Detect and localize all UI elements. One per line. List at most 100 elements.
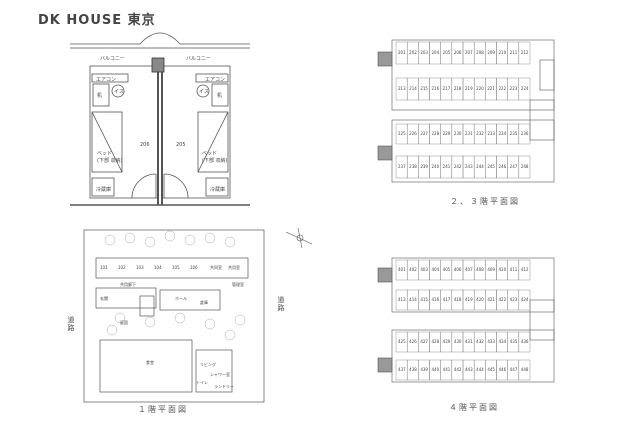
room-number: 448 <box>520 367 529 372</box>
tree-symbol <box>124 232 136 244</box>
room-number: 229 <box>442 131 451 136</box>
room-number: 415 <box>420 297 428 302</box>
room-number: 209 <box>487 50 495 55</box>
room-number: 411 <box>509 267 518 272</box>
room-number: 407 <box>465 267 473 272</box>
aircon-left <box>91 73 129 83</box>
bed-label-right: ベッド (下部 収納) <box>202 151 228 164</box>
room-number: 408 <box>476 267 484 272</box>
room-number: 220 <box>476 86 484 91</box>
tree-symbol <box>114 312 126 324</box>
ground-floor-room-label: シャワー室 <box>210 372 230 377</box>
chair-label-left: イス <box>114 89 124 95</box>
tree-symbol <box>224 236 236 248</box>
room-number-205: 205 <box>176 142 186 148</box>
room-number: 236 <box>520 131 529 136</box>
room-number: 410 <box>498 267 507 272</box>
room-number: 234 <box>498 131 507 136</box>
room-number: 223 <box>509 86 518 91</box>
room-number: 241 <box>442 164 451 169</box>
room-number: 425 <box>398 339 406 344</box>
bed-label-left: ベッド (下部 収納) <box>97 151 123 164</box>
room-number: 438 <box>409 367 417 372</box>
room-number: 242 <box>453 164 462 169</box>
room-number: 427 <box>420 339 428 344</box>
ground-floor-room-label: 玄関 <box>100 296 108 301</box>
room-number: 428 <box>431 339 440 344</box>
room-number: 219 <box>465 86 473 91</box>
room-number: 430 <box>453 339 462 344</box>
room-number: 402 <box>409 267 417 272</box>
room-cell <box>518 77 531 101</box>
ground-floor-room-label: 105 <box>172 265 180 270</box>
room-number: 243 <box>465 164 473 169</box>
aircon-label-right: エアコン <box>205 77 226 83</box>
room-number: 221 <box>487 86 495 91</box>
room-number: 434 <box>498 339 507 344</box>
room-number: 431 <box>465 339 473 344</box>
ground-floor-room-label: 103 <box>136 265 144 270</box>
room-number: 232 <box>476 131 484 136</box>
room-number: 231 <box>465 131 473 136</box>
room-number: 433 <box>487 339 495 344</box>
room-number: 227 <box>420 131 428 136</box>
room-number: 446 <box>498 367 507 372</box>
room-number: 447 <box>509 367 518 372</box>
room-number: 211 <box>509 50 518 55</box>
room-number: 424 <box>520 297 529 302</box>
tree-symbol <box>104 234 116 246</box>
room-number: 202 <box>409 50 417 55</box>
room-number: 226 <box>409 131 417 136</box>
desk-label-right: 机 <box>217 93 223 99</box>
room-number: 444 <box>476 367 484 372</box>
room-number: 432 <box>476 339 484 344</box>
room-number: 437 <box>398 367 406 372</box>
ground-floor-room-label: 倉庫 <box>200 300 208 305</box>
room-number: 203 <box>420 50 428 55</box>
room-number: 244 <box>476 164 484 169</box>
ground-floor-room-label: ホール <box>175 296 187 301</box>
room-number: 225 <box>398 131 406 136</box>
floor4-plan <box>377 257 555 383</box>
room-number: 422 <box>498 297 507 302</box>
room-number: 426 <box>409 339 417 344</box>
room-number: 201 <box>398 50 406 55</box>
room-number: 224 <box>520 86 529 91</box>
room-number: 413 <box>398 297 406 302</box>
room-number-206: 206 <box>140 142 150 148</box>
ground-floor-room-label: 管理室 <box>232 282 244 287</box>
ground-floor-room-label: 食堂 <box>146 360 154 365</box>
chair-label-right: イス <box>199 89 209 95</box>
ground-floor-room-label: 共同室 <box>210 265 222 270</box>
aircon-label-left: エアコン <box>96 77 117 83</box>
room-number: 235 <box>509 131 518 136</box>
room-number: 215 <box>420 86 428 91</box>
room-number: 208 <box>476 50 484 55</box>
tree-symbol <box>224 329 236 341</box>
room-number: 218 <box>453 86 462 91</box>
room-number: 206 <box>453 50 462 55</box>
room-number: 247 <box>509 164 518 169</box>
floor4-caption: ４階平面図 <box>449 403 499 412</box>
room-number: 217 <box>442 86 451 91</box>
room-number: 406 <box>453 267 462 272</box>
room-number: 238 <box>409 164 417 169</box>
ground-floor-room-label: 106 <box>190 265 198 270</box>
room-number: 212 <box>520 50 529 55</box>
floor1-plan <box>83 229 265 403</box>
room-number: 441 <box>442 367 451 372</box>
room-cell <box>518 41 531 65</box>
room-number: 213 <box>398 86 406 91</box>
floor1-caption: １階平面図 <box>138 405 188 414</box>
room-number: 421 <box>487 297 495 302</box>
room-number: 240 <box>431 164 440 169</box>
ground-floor-room-label: リビング <box>200 362 216 367</box>
room-number: 405 <box>442 267 451 272</box>
room-number: 412 <box>520 267 529 272</box>
room-number: 230 <box>453 131 462 136</box>
ground-floor-room-label: トイレ <box>196 380 208 385</box>
ground-floor-room-label: 104 <box>154 265 162 270</box>
tree-symbol <box>184 234 196 246</box>
storage-label-right: 冷蔵庫 <box>210 187 226 193</box>
